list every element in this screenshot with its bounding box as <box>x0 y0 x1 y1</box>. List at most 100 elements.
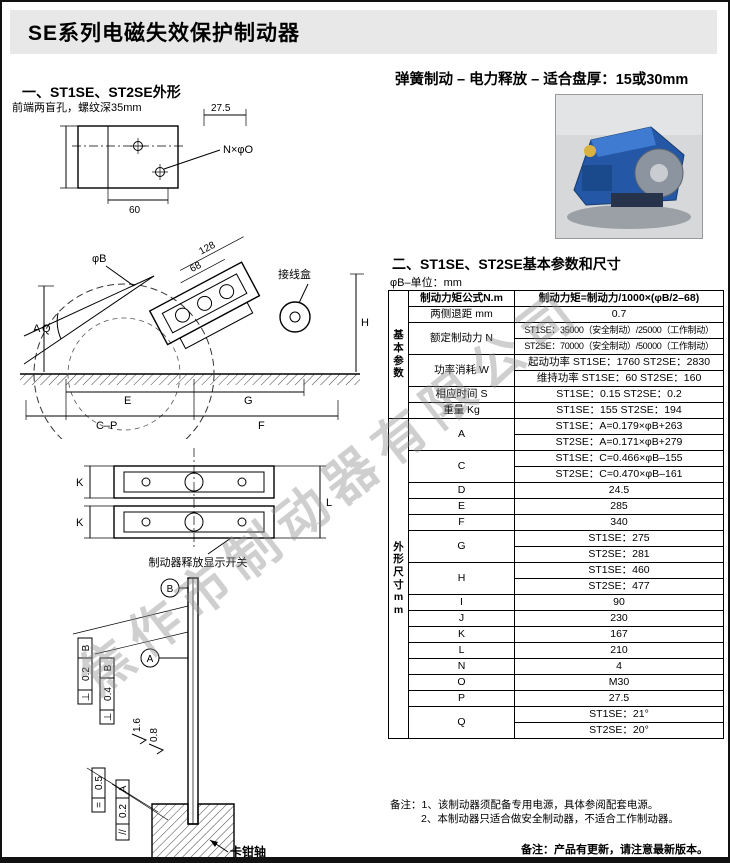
param-label: 功率消耗 W <box>408 354 515 387</box>
param-label: G <box>408 530 515 563</box>
section2-title: 二、ST1SE、ST2SE基本参数和尺寸 <box>392 256 621 272</box>
param-value: ST2SE：477 <box>514 578 724 595</box>
dim-k2-label: K <box>76 517 84 529</box>
dim-h-label: H <box>361 317 369 329</box>
brake-disc-outline <box>33 283 215 439</box>
param-label: J <box>408 610 515 627</box>
holes-count-label: N×φO <box>223 144 254 156</box>
param-label: O <box>408 674 515 691</box>
param-value: 210 <box>514 642 724 659</box>
param-label: I <box>408 594 515 611</box>
param-label: L <box>408 642 515 659</box>
param-label: N <box>408 658 515 675</box>
tolerance-frame-4: // 0.2 A <box>115 779 130 841</box>
param-value: ST1SE：A=0.179×φB+263 <box>514 418 724 435</box>
surface-finish-1: 1.6 <box>131 718 148 745</box>
param-value: ST2SE：20° <box>514 722 724 739</box>
table-row: 维持功率 ST1SE：60 ST2SE：160 <box>389 370 724 387</box>
param-label: Q <box>408 706 515 739</box>
dim-l-label: L <box>326 497 332 509</box>
tol2-symbol: ⊥ <box>103 713 114 722</box>
dim-68: 68 <box>188 260 203 275</box>
section1-title: 一、ST1SE、ST2SE外形 <box>22 84 181 100</box>
caliper-body <box>113 465 275 539</box>
headline: 弹簧制动 – 电力释放 – 适合盘厚：15或30mm <box>395 72 689 88</box>
dim-k1-label: K <box>76 477 84 489</box>
tol3-symbol: = <box>94 802 105 808</box>
param-value: ST1SE：460 <box>514 562 724 579</box>
ground-hatch <box>20 374 360 385</box>
param-label: F <box>408 514 515 531</box>
param-label: E <box>408 498 515 515</box>
brake-unit <box>148 261 261 350</box>
param-value: 285 <box>514 498 724 515</box>
drawing-disc-edge-view: B A ⊥ 0.2 B ⊥ 0.4 B 1.6 0.8 <box>72 577 266 859</box>
front-holes-note: 前端两盲孔，螺纹深35mm <box>12 100 142 114</box>
param-label: 制动力矩公式N.m <box>408 290 515 307</box>
caliper-shaft-label: 卡钳轴 <box>230 844 266 859</box>
release-switch-label: 制动器释放显示开关 <box>149 555 248 569</box>
param-label: 额定制动力 N <box>408 322 515 355</box>
param-value: 230 <box>514 610 724 627</box>
tol4-symbol: // <box>118 829 129 835</box>
angle-q-label: Q <box>42 323 51 335</box>
finish2-value: 0.8 <box>149 728 160 742</box>
surface-finish-2: 0.8 <box>148 728 165 755</box>
tol3-value: 0.5 <box>94 776 105 790</box>
param-value: ST2SE：C=0.470×φB–161 <box>514 466 724 483</box>
drawing-side-view: φB Q 128 68 接线盒 A H <box>20 236 369 439</box>
product-photo-illustration <box>556 95 702 238</box>
tol2-datum: B <box>103 664 114 671</box>
dim-a-label: A <box>33 323 41 335</box>
dim-60: 60 <box>129 205 141 216</box>
dim-f-label: F <box>258 420 265 432</box>
blind-holes <box>130 138 168 180</box>
arrow-head <box>210 840 218 847</box>
param-value: ST2SE：281 <box>514 546 724 563</box>
tolerance-frame-2: ⊥ 0.4 B <box>99 657 115 725</box>
param-label: H <box>408 562 515 595</box>
tol4-value: 0.2 <box>118 804 129 818</box>
dim-g-label: G <box>244 395 253 407</box>
phi-b-label: φB <box>92 253 106 265</box>
page-title: SE系列电磁失效保护制动器 <box>28 22 301 45</box>
dim-128: 128 <box>197 240 217 258</box>
tol1-datum: B <box>81 644 92 651</box>
table-row: ST2SE：20° <box>389 722 724 739</box>
remark-line-1: 备注：1、该制动器须配备专用电源，具体参阅配套电源。 <box>390 799 659 811</box>
junction-box <box>279 301 311 333</box>
param-label: 相应时间 S <box>408 386 515 403</box>
finish1-value: 1.6 <box>132 718 143 732</box>
datum-a-label: A <box>147 654 154 665</box>
tol4-datum: A <box>118 785 129 792</box>
param-label: D <box>408 482 515 499</box>
datum-b-label: B <box>167 584 174 595</box>
param-value: 27.5 <box>514 690 724 707</box>
drawing-caliper-view: K K L 制动器释放显示开关 <box>76 448 332 569</box>
remark-line-2: 2、本制动器只适合做安全制动器，不适合工作制动器。 <box>421 813 679 826</box>
table-group-header: 外形尺寸mm <box>388 418 409 739</box>
param-value: 167 <box>514 626 724 643</box>
param-value: 4 <box>514 658 724 675</box>
param-label: A <box>408 418 515 451</box>
table-group-header: 基本参数 <box>388 290 409 419</box>
drawing-top-view: 前端两盲孔，螺纹深35mm 27.5 N×φO 60 <box>12 100 254 216</box>
param-value: M30 <box>514 674 724 691</box>
unit-note: φB–单位：mm <box>390 277 462 289</box>
param-value: ST1SE：21° <box>514 706 724 723</box>
